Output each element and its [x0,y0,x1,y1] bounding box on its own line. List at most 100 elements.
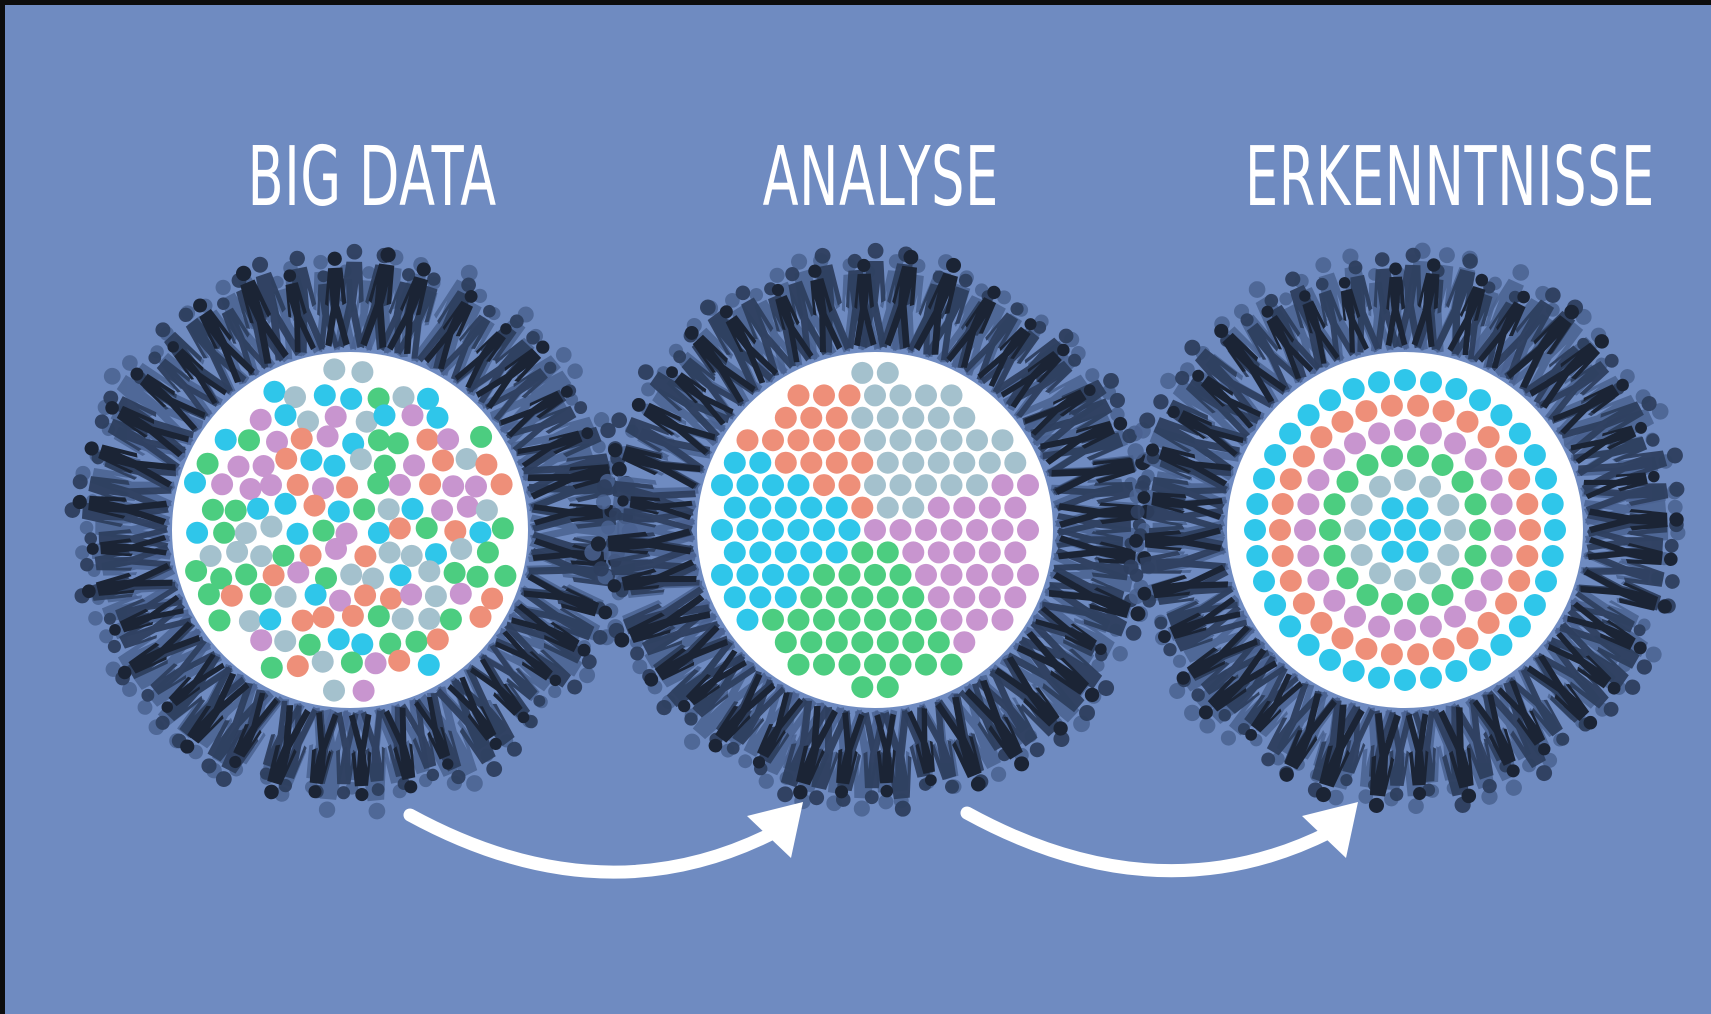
person-silhouette-icon [607,559,697,593]
data-dot [311,650,334,673]
person-silhouette-icon [1006,353,1082,418]
person-silhouette-icon [1405,713,1429,801]
data-dot [1535,467,1557,490]
data-dot [1445,378,1468,400]
person-silhouette-icon [360,247,396,349]
data-dot [392,386,415,409]
data-dot [417,387,439,410]
data-dot [838,519,861,541]
data-dot [1310,611,1333,634]
data-dot [825,586,848,609]
person-silhouette-icon [1139,412,1240,473]
crowd-ring-2 [1123,242,1686,814]
data-dot [1017,519,1039,541]
data-dot [415,517,438,540]
data-dot [1355,637,1378,660]
data-dot [940,563,963,586]
data-dot [1356,584,1379,606]
data-dot [380,587,402,610]
data-dot [1523,444,1546,466]
data-dot [915,384,937,407]
data-dot [1407,445,1429,468]
data-dot [762,474,784,497]
data-dot [426,406,449,429]
data-dot [915,519,937,541]
data-dot [1004,586,1027,609]
person-silhouette-icon [1340,706,1375,787]
data-dot [327,628,350,651]
person-silhouette-icon [1191,637,1270,702]
person-silhouette-icon [884,249,919,349]
data-dot [1464,448,1487,471]
data-dot [355,410,378,433]
data-dot [417,653,440,676]
data-dot [481,587,504,610]
person-silhouette-icon [485,361,557,422]
person-silhouette-icon [1016,631,1100,703]
data-dot [1490,633,1513,656]
person-silhouette-icon [414,696,454,770]
data-dot [1380,394,1403,417]
person-silhouette-icon [1580,569,1672,614]
person-silhouette-icon [435,679,503,777]
data-dot [238,429,260,452]
data-dot [354,584,377,607]
data-dot [1350,544,1373,566]
person-silhouette-icon [617,495,693,521]
data-dot [723,496,746,519]
data-dot [353,498,376,521]
data-dot [825,496,848,519]
data-dot [1480,469,1503,491]
data-dot [1432,400,1455,423]
person-silhouette-icon [1264,293,1321,378]
data-dot [227,455,250,478]
data-dot [851,586,874,609]
data-dot [304,583,327,606]
data-dot [1451,567,1474,590]
data-dot [774,451,797,474]
data-dot [1508,468,1531,491]
person-silhouette-icon [494,630,562,687]
data-dot [876,361,899,384]
data-dot [1394,419,1416,441]
data-dot [274,404,297,427]
data-dot [813,608,835,631]
person-silhouette-icon [1261,682,1323,767]
data-dot [186,521,209,544]
person-silhouette-icon [454,323,512,389]
data-dot [373,454,396,477]
data-dot [391,607,414,630]
dots-rings [1244,369,1566,691]
data-dot [762,563,784,586]
data-dot [1017,563,1039,586]
data-dot [902,496,925,519]
data-dot [274,492,297,515]
person-silhouette-icon [470,658,530,724]
data-dot [966,563,988,586]
person-silhouette-icon [1240,313,1302,391]
person-silhouette-icon [1030,392,1125,453]
data-dot [876,451,899,474]
data-dot [211,473,234,496]
data-dot [838,384,861,407]
data-dot [362,567,384,590]
person-silhouette-icon [1411,258,1441,348]
data-dot [1541,493,1564,515]
dots-random [184,358,517,702]
data-dot [953,451,976,474]
data-dot [201,498,224,521]
stage-title-analyse: ANALYSE [762,130,999,225]
data-dot [749,541,772,564]
data-dot [1431,584,1454,606]
person-silhouette-icon [975,669,1045,758]
data-dot [401,497,424,520]
person-silhouette-icon [1547,631,1621,695]
person-silhouette-icon [946,285,1001,369]
data-dot [838,429,861,452]
data-dot [902,406,925,429]
data-dot [1495,445,1518,468]
person-silhouette-icon [1587,536,1678,567]
data-dot [940,429,963,452]
person-silhouette-icon [167,341,227,405]
data-dot [184,471,206,494]
